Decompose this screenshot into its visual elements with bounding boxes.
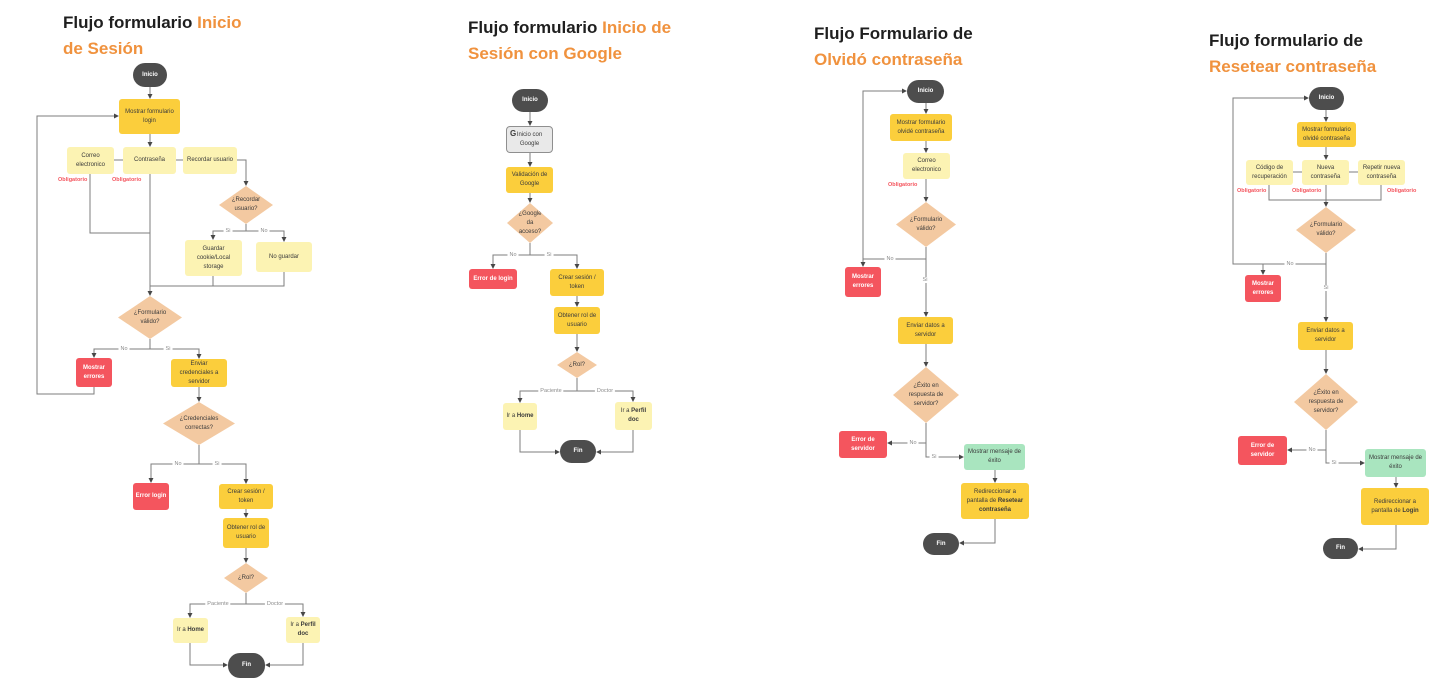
process-show-forgot-form: Mostrar formulario olvidé contraseña [1297, 122, 1356, 147]
connector [959, 519, 996, 546]
page-title: Flujo formulario de Resetear contraseña [1209, 31, 1377, 76]
required-label: Obligatorio [1237, 188, 1267, 194]
error-server: Error de servidor [1238, 436, 1287, 465]
process-get-role: Obtener rol de usuario [554, 307, 600, 334]
required-label: Obligatorio [1387, 188, 1417, 194]
error-show-errors: Mostrar errores [845, 267, 881, 297]
edge-label-si: Si [163, 346, 173, 352]
process-send-data: Enviar datos a servidor [898, 317, 953, 344]
edge-label-no: No [118, 346, 130, 352]
process-google-validation: Validación de Google [506, 167, 553, 193]
connector [199, 463, 249, 484]
start-node: Inicio [1309, 87, 1344, 110]
edge-label-paciente: Paciente [205, 601, 231, 607]
field-new-password: Nueva contraseña [1302, 160, 1349, 185]
connector [530, 254, 580, 269]
connector [150, 276, 214, 287]
field-password: Contraseña [123, 147, 176, 174]
field-email: Correo electronico [903, 153, 950, 179]
required-label: Obligatorio [112, 177, 142, 183]
page-title: Flujo Formulario de Olvidó contraseña [814, 24, 973, 69]
process-show-forgot-form: Mostrar formulario olvidé contraseña [890, 114, 952, 141]
process-show-login-form: Mostrar formulario login [119, 99, 180, 134]
process-no-save: No guardar [256, 242, 312, 272]
error-login: Error de login [469, 269, 517, 289]
error-show-errors: Mostrar errores [1245, 275, 1281, 302]
connector [36, 113, 119, 395]
edge-label-no: No [258, 228, 270, 234]
process-send-data: Enviar datos a servidor [1298, 322, 1353, 350]
field-repeat-password: Repetir nueva contraseña [1358, 160, 1405, 185]
connector [519, 430, 560, 455]
required-label: Obligatorio [888, 182, 918, 188]
field-remember-user: Recordar usuario [183, 147, 237, 174]
connector [862, 88, 907, 259]
start-node: Inicio [907, 80, 944, 103]
field-recovery-code: Código de recuperación [1246, 160, 1293, 185]
required-label: Obligatorio [58, 177, 88, 183]
edge-label-si: Si [544, 252, 554, 258]
edge-label-doctor: Doctor [594, 388, 616, 394]
end-node: Fin [1323, 538, 1358, 559]
connector [189, 643, 228, 668]
process-get-role: Obtener rol de usuario [223, 518, 269, 548]
edge-label-si: Si [920, 277, 930, 283]
process-success-message: Mostrar mensaje de éxito [964, 444, 1025, 470]
nav-home: Ir a Home [503, 403, 537, 430]
connector [237, 159, 249, 186]
edge-label-no: No [1306, 447, 1318, 453]
error-server: Error de servidor [839, 431, 887, 458]
nav-login: Redireccionar a pantalla de Login [1361, 488, 1429, 525]
edge-label-no: No [507, 252, 519, 258]
connector [265, 643, 304, 668]
connector [596, 430, 634, 455]
process-google-signin: G Inicio con Google [506, 126, 553, 153]
connector [1268, 185, 1326, 201]
connector [150, 348, 202, 359]
end-node: Fin [228, 653, 265, 678]
connector [1326, 185, 1382, 201]
page-title: Flujo formulario Inicio de Sesión [63, 13, 242, 58]
edge-label-si: Si [1321, 285, 1331, 291]
edge-label-si: Si [1329, 460, 1339, 466]
field-email: Correo electronico [67, 147, 114, 174]
edge-label-doctor: Doctor [264, 601, 286, 607]
edge-label-si: Si [223, 228, 233, 234]
edge-label-no: No [884, 256, 896, 262]
connector [925, 423, 964, 460]
connector [1232, 95, 1309, 265]
process-save-cookie: Guardar cookie/Local storage [185, 240, 242, 276]
edge-label-paciente: Paciente [538, 388, 564, 394]
process-create-session: Crear sesión / token [219, 484, 273, 509]
end-node: Fin [560, 440, 596, 463]
error-show-errors: Mostrar errores [76, 358, 112, 387]
process-success-message: Mostrar mensaje de éxito [1365, 449, 1426, 477]
google-g-icon: G [510, 129, 517, 138]
connector [1325, 430, 1365, 466]
edge-label-no: No [172, 461, 184, 467]
required-label: Obligatorio [1292, 188, 1322, 194]
edge-label-no: No [907, 440, 919, 446]
connector [89, 174, 150, 234]
edge-label-no: No [1284, 261, 1296, 267]
process-send-credentials: Enviar credenciales a servidor [171, 359, 227, 387]
error-login: Error login [133, 483, 169, 510]
nav-home: Ir a Home [173, 618, 208, 643]
nav-doctor-profile: Ir a Perfil doc [615, 402, 652, 430]
nav-doctor-profile: Ir a Perfil doc [286, 617, 320, 643]
start-node: Inicio [133, 63, 167, 87]
start-node: Inicio [512, 89, 548, 112]
process-create-session: Crear sesión / token [550, 269, 604, 296]
end-node: Fin [923, 533, 959, 555]
nav-reset-password: Redireccionar a pantalla de Resetear con… [961, 483, 1029, 519]
connector [1358, 525, 1397, 552]
connector [150, 272, 285, 287]
edge-label-si: Si [929, 454, 939, 460]
edge-label-si: Si [212, 461, 222, 467]
page-title: Flujo formulario Inicio de Sesión con Go… [468, 18, 672, 63]
